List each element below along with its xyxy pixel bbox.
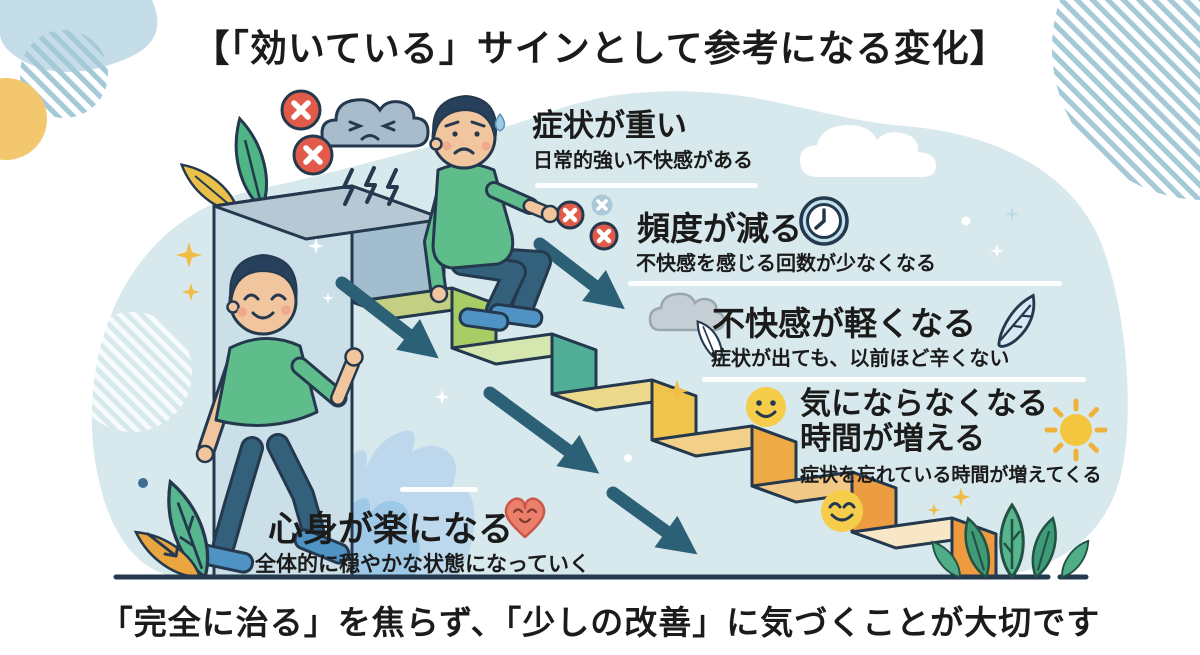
- heart-face-icon: [504, 497, 546, 539]
- stage-2-title: 頻度が減る: [637, 209, 802, 248]
- stage-3-title: 不快感が軽くなる: [712, 304, 976, 343]
- stage-3-subtitle: 症状が出ても、以前ほど辛くない: [711, 346, 1010, 370]
- down-arrow-2: [533, 237, 625, 310]
- down-arrow-3: [483, 386, 600, 474]
- page-title: 【「効いている」サインとして参考になる変化】: [192, 27, 1008, 70]
- striped-circle-top-left: [20, 30, 108, 118]
- stage-2-subtitle: 不快感を感じる回数が少なくなる: [636, 251, 936, 275]
- striped-texture-left: [72, 312, 192, 432]
- divider-line-3: [702, 377, 1086, 382]
- walking-person: [193, 254, 364, 574]
- sun-icon: [1044, 398, 1108, 462]
- divider-line-1: [535, 183, 758, 188]
- x-badge-large-2: [292, 134, 334, 176]
- white-feather-icon: [691, 315, 729, 365]
- clock-icon: [799, 196, 849, 246]
- bush: [926, 503, 1095, 583]
- x-badge-small-2: [589, 221, 619, 251]
- divider-line-4: [400, 487, 478, 492]
- down-arrow-4: [606, 486, 698, 555]
- gray-cloud-icon: [648, 292, 726, 332]
- sitting-person: [423, 95, 560, 332]
- stage-5-title: 心身が楽になる: [268, 510, 514, 550]
- staircase: [212, 184, 998, 579]
- stage-4-subtitle: 症状を忘れている時間が増えてくる: [800, 464, 1102, 486]
- x-badge-large-1: [280, 89, 322, 131]
- x-badge-faded: [591, 194, 613, 216]
- stage-4-title-line1: 気にならなくなる: [800, 386, 1048, 422]
- down-arrow-1: [335, 276, 439, 359]
- x-badge-small-1: [555, 200, 585, 230]
- storm-cloud-icon: [320, 98, 430, 206]
- striped-circle-top-right: [1052, 0, 1200, 200]
- corner-decorations: [0, 0, 1200, 200]
- white-cloud: [800, 124, 971, 226]
- stage-5-subtitle: 全体的に穏やかな状態になっていく: [255, 552, 590, 576]
- sweat-drop-icon: [494, 113, 506, 132]
- stage-1-title: 症状が重い: [532, 108, 687, 144]
- bottom-left-leaves: [128, 475, 220, 588]
- sparkles: [176, 207, 1019, 517]
- stage-4-title-line2: 時間が増える: [800, 421, 986, 457]
- smiley-icon-2: [821, 490, 863, 532]
- blue-dot: [138, 478, 148, 488]
- down-arrows: [335, 237, 698, 555]
- feather-icon: [991, 290, 1046, 355]
- yellow-circle-left: [0, 78, 47, 160]
- stage-1-subtitle: 日常的強い不快感がある: [533, 148, 753, 172]
- divider-line-2: [628, 281, 1062, 286]
- top-leaves: [173, 114, 276, 222]
- smiley-icon-1: [746, 387, 786, 427]
- footer-note: 「完全に治る」を焦らず、「少しの改善」に気づくことが大切です: [99, 603, 1101, 642]
- lightning-icon: [342, 166, 399, 206]
